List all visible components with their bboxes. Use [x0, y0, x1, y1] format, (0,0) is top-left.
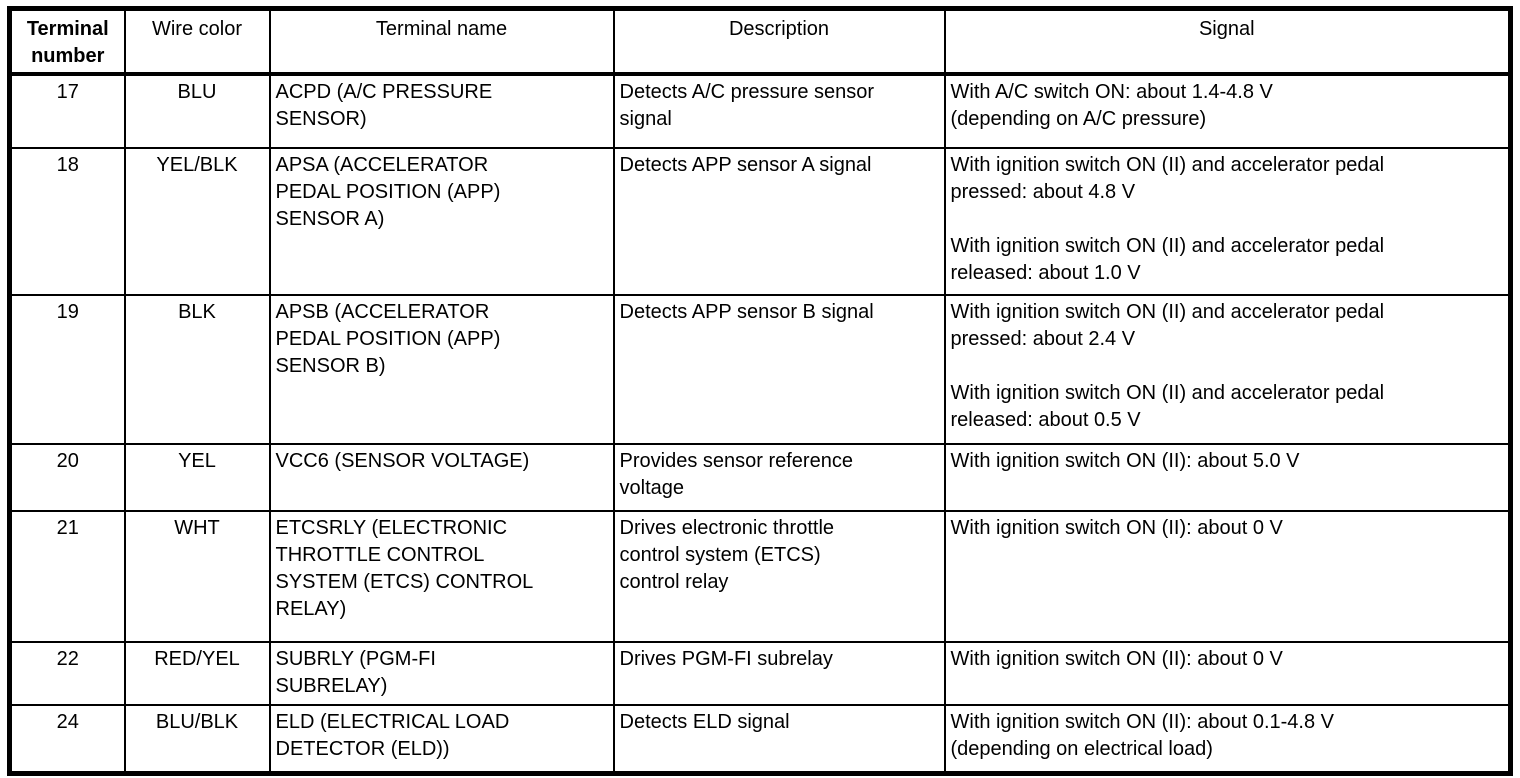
- cell-signal: With ignition switch ON (II): about 0 V: [943, 641, 1512, 706]
- cell-terminal-name: APSB (ACCELERATOR PEDAL POSITION (APP) S…: [268, 294, 615, 445]
- col-header-terminal-number: Terminal number: [8, 7, 126, 76]
- cell-wire-color: RED/YEL: [123, 641, 271, 706]
- cell-description: Detects A/C pressure sensor signal: [612, 73, 946, 149]
- cell-signal: With ignition switch ON (II): about 0.1-…: [943, 704, 1512, 774]
- table-header: Terminal number Wire color Terminal name…: [8, 7, 1512, 76]
- table-row-terminal-17: 17 BLU ACPD (A/C PRESSURE SENSOR) Detect…: [8, 73, 1512, 149]
- header-row: Terminal number Wire color Terminal name…: [8, 7, 1512, 76]
- col-header-signal: Signal: [943, 7, 1512, 76]
- table-row-terminal-22: 22 RED/YEL SUBRLY (PGM-FI SUBRELAY) Driv…: [8, 641, 1512, 706]
- cell-terminal-number: 18: [8, 147, 126, 296]
- table-row-terminal-19: 19 BLK APSB (ACCELERATOR PEDAL POSITION …: [8, 294, 1512, 445]
- ecm-terminal-table: Terminal number Wire color Terminal name…: [7, 6, 1513, 776]
- cell-wire-color: BLK: [123, 294, 271, 445]
- col-header-description: Description: [612, 7, 946, 76]
- cell-terminal-number: 20: [8, 443, 126, 512]
- cell-terminal-name: ACPD (A/C PRESSURE SENSOR): [268, 73, 615, 149]
- cell-terminal-number: 22: [8, 641, 126, 706]
- cell-terminal-name: SUBRLY (PGM-FI SUBRELAY): [268, 641, 615, 706]
- col-header-terminal-name: Terminal name: [268, 7, 615, 76]
- cell-wire-color: BLU: [123, 73, 271, 149]
- cell-signal: With ignition switch ON (II) and acceler…: [943, 294, 1512, 445]
- cell-signal: With A/C switch ON: about 1.4-4.8 V (dep…: [943, 73, 1512, 149]
- cell-terminal-number: 21: [8, 510, 126, 643]
- cell-terminal-name: VCC6 (SENSOR VOLTAGE): [268, 443, 615, 512]
- cell-terminal-number: 17: [8, 73, 126, 149]
- cell-signal: With ignition switch ON (II) and acceler…: [943, 147, 1512, 296]
- cell-wire-color: YEL: [123, 443, 271, 512]
- table-row-terminal-18: 18 YEL/BLK APSA (ACCELERATOR PEDAL POSIT…: [8, 147, 1512, 296]
- cell-terminal-name: ELD (ELECTRICAL LOAD DETECTOR (ELD)): [268, 704, 615, 774]
- cell-terminal-name: APSA (ACCELERATOR PEDAL POSITION (APP) S…: [268, 147, 615, 296]
- table-row-terminal-20: 20 YEL VCC6 (SENSOR VOLTAGE) Provides se…: [8, 443, 1512, 512]
- table-body: 17 BLU ACPD (A/C PRESSURE SENSOR) Detect…: [8, 73, 1512, 774]
- table-row-terminal-24: 24 BLU/BLK ELD (ELECTRICAL LOAD DETECTOR…: [8, 704, 1512, 774]
- col-header-wire-color: Wire color: [123, 7, 271, 76]
- cell-description: Provides sensor reference voltage: [612, 443, 946, 512]
- cell-description: Drives PGM-FI subrelay: [612, 641, 946, 706]
- cell-description: Drives electronic throttle control syste…: [612, 510, 946, 643]
- cell-description: Detects APP sensor B signal: [612, 294, 946, 445]
- cell-wire-color: WHT: [123, 510, 271, 643]
- cell-wire-color: BLU/BLK: [123, 704, 271, 774]
- cell-wire-color: YEL/BLK: [123, 147, 271, 296]
- cell-signal: With ignition switch ON (II): about 0 V: [943, 510, 1512, 643]
- cell-signal: With ignition switch ON (II): about 5.0 …: [943, 443, 1512, 512]
- cell-terminal-name: ETCSRLY (ELECTRONIC THROTTLE CONTROL SYS…: [268, 510, 615, 643]
- table-row-terminal-21: 21 WHT ETCSRLY (ELECTRONIC THROTTLE CONT…: [8, 510, 1512, 643]
- cell-terminal-number: 24: [8, 704, 126, 774]
- cell-terminal-number: 19: [8, 294, 126, 445]
- cell-description: Detects ELD signal: [612, 704, 946, 774]
- cell-description: Detects APP sensor A signal: [612, 147, 946, 296]
